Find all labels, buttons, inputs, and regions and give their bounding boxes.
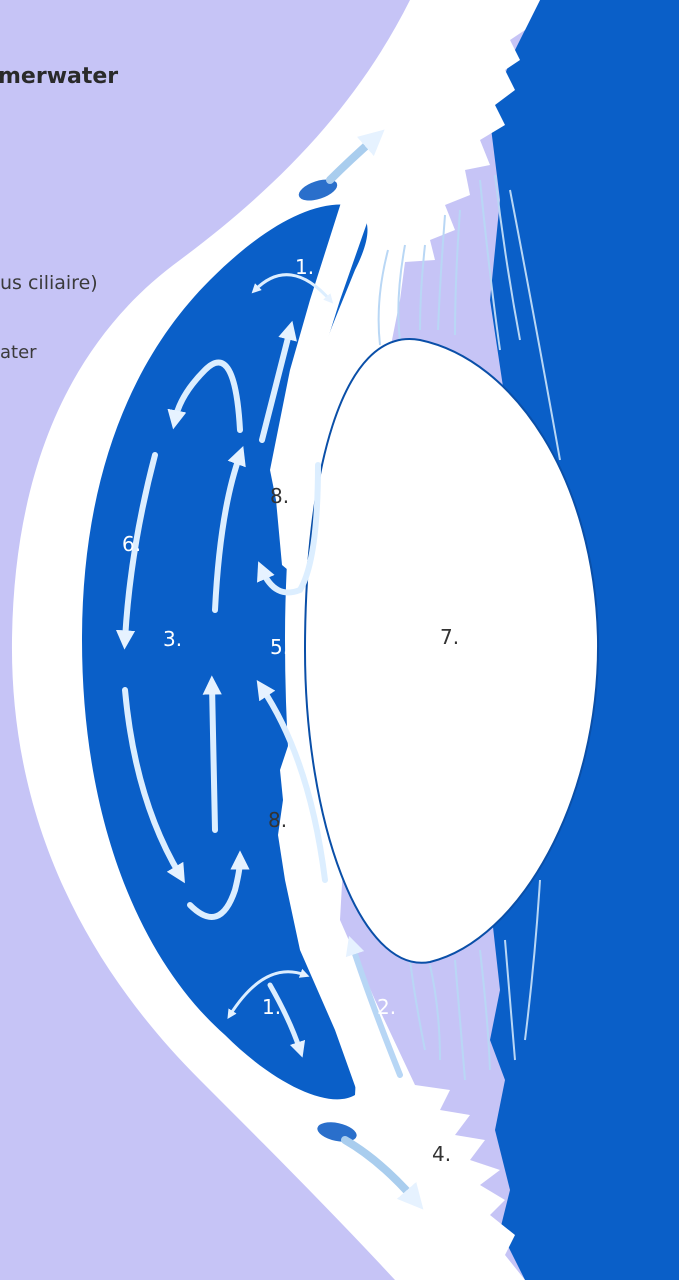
label-8-top: 8.	[270, 484, 289, 508]
label-8-bottom: 8.	[268, 808, 287, 832]
label-1-top: 1.	[295, 255, 314, 279]
label-3: 3.	[163, 627, 182, 651]
arrow-col-c	[212, 685, 215, 830]
label-1-bottom: 1.	[262, 995, 281, 1019]
label-4: 4.	[432, 1142, 451, 1166]
label-5: 5.	[270, 635, 289, 659]
label-6: 6.	[122, 532, 141, 556]
label-7: 7.	[440, 625, 459, 649]
side-text-water: ater	[0, 342, 37, 363]
side-text-ciliary: us ciliaire)	[0, 272, 98, 294]
label-2-top: 2.	[347, 318, 366, 342]
heading-label: merwater	[0, 64, 118, 89]
label-2-bottom: 2.	[377, 995, 396, 1019]
